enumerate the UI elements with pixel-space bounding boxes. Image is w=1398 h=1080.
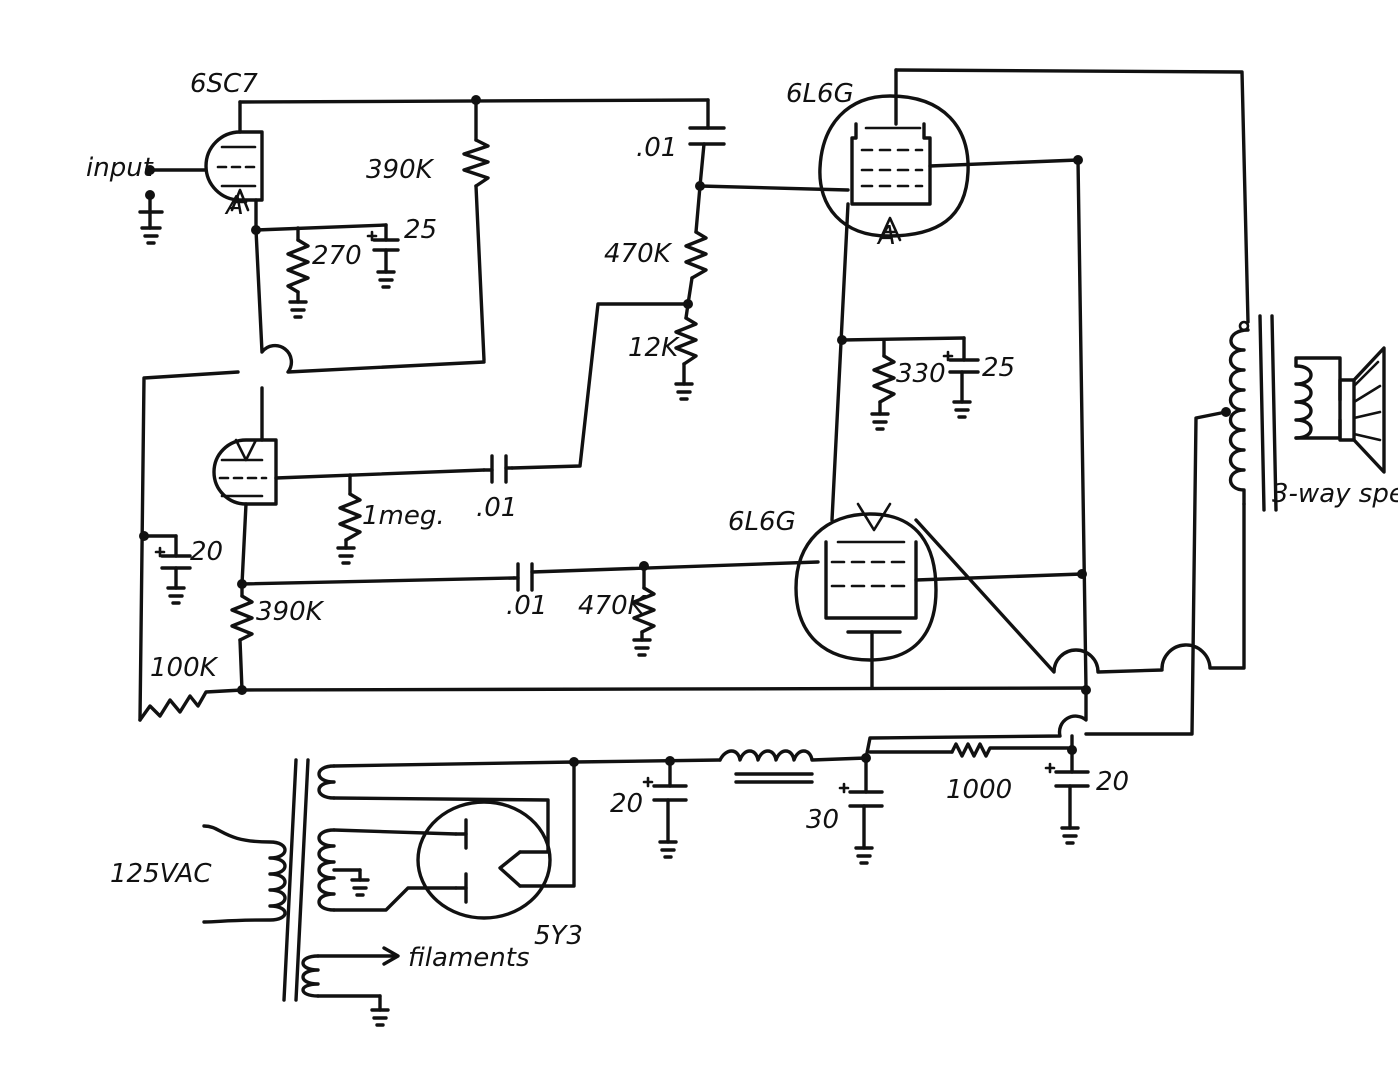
label-330: 330: [896, 359, 946, 389]
resistor-1000: [950, 742, 1070, 758]
label-25-top: 25: [404, 215, 437, 245]
wire-splitter-cathode: [240, 576, 516, 586]
label-triode-a: A: [224, 191, 244, 221]
capacitor-20-right: [1044, 734, 1090, 845]
label-5y3: 5Y3: [534, 921, 583, 951]
capacitor-01-mid: [482, 454, 514, 484]
wire-bottom-plate-to-transformer: [914, 502, 1246, 674]
label-6l6g-top: 6L6G: [786, 79, 854, 109]
power-transformer: [202, 758, 336, 1002]
ground-symbol: [140, 226, 162, 245]
capacitor-20-left: [142, 534, 192, 605]
wire-hv-rail: [572, 758, 722, 764]
label-12k: 12K: [628, 333, 680, 363]
resistor-270: [286, 226, 310, 319]
label-20-right: 20: [1096, 767, 1129, 797]
resistor-12k: [674, 302, 698, 401]
wire-6l6g-top-screen: [928, 158, 1080, 168]
speaker-icon: [1338, 346, 1386, 474]
label-input: input: [86, 153, 154, 183]
wire-grid-top-6l6g: [698, 184, 850, 192]
label-25-mid: 25: [982, 353, 1015, 383]
input-terminal: [138, 165, 208, 230]
resistor-470k-bottom: [632, 564, 656, 657]
wire-to-final-filter: [864, 688, 1088, 760]
label-470k-top: 470K: [604, 239, 673, 269]
label-1meg: 1meg.: [362, 501, 445, 531]
tube-6sc7-symbol: [204, 100, 264, 232]
capacitor-25-top: [366, 223, 400, 289]
wire-splitter-grid: [274, 468, 486, 480]
wire-hv-secondary: [332, 828, 458, 912]
resistor-100k: [138, 688, 244, 722]
label-speaker: 3-way speaker: [1272, 479, 1398, 509]
wire-left-decoupling: [138, 370, 240, 722]
capacitor-01-bottom: [512, 560, 820, 592]
label-01-mid: .01: [476, 493, 517, 523]
choke-inductor: [718, 749, 868, 784]
resistor-330: [870, 338, 896, 431]
label-tube-a: A: [876, 221, 896, 251]
label-390k-bottom: 390K: [256, 597, 325, 627]
capacitor-20-psu: [642, 759, 688, 859]
capacitor-30-psu: [838, 756, 884, 865]
ct-ground: [332, 868, 370, 897]
capacitor-01-top: [688, 98, 726, 188]
label-20-psu: 20: [610, 789, 643, 819]
wire-splitter-grid-feed: [510, 302, 690, 470]
wire-center-tap: [1084, 410, 1228, 736]
resistor-1meg: [336, 473, 362, 565]
filament-winding-output: [316, 946, 400, 1027]
label-470k-bottom: 470K: [578, 591, 647, 621]
label-390k-top: 390K: [366, 155, 435, 185]
wire-screen-bus: [1076, 158, 1088, 690]
label-6sc7: 6SC7: [190, 69, 258, 99]
tube-phase-inverter-symbol: [212, 438, 278, 586]
label-filaments: filaments: [408, 943, 530, 973]
wire-6l6g-top-cathode: [830, 202, 850, 522]
wire-bplus-bus: [240, 686, 1088, 692]
tube-6l6g-top-symbol: [818, 94, 970, 242]
label-1000: 1000: [946, 775, 1012, 805]
wire-power-cathode: [840, 336, 966, 342]
resistor-470k-top: [684, 184, 708, 306]
capacitor-25-mid: [942, 336, 980, 419]
label-6l6g-bottom: 6L6G: [728, 507, 796, 537]
label-30-psu: 30: [806, 805, 839, 835]
resistor-390k-top: [462, 98, 490, 362]
wire-5y3-heater: [332, 760, 576, 888]
wire-6l6g-bottom-screen: [914, 572, 1084, 582]
wire-top-plate-to-transformer: [894, 68, 1250, 324]
tube-6l6g-bottom-symbol: [794, 502, 938, 690]
label-01-top: .01: [636, 133, 677, 163]
label-270: 270: [312, 241, 362, 271]
label-mains: 125VAC: [110, 859, 212, 889]
label-20-left: 20: [190, 537, 223, 567]
tube-5y3-symbol: [416, 800, 552, 920]
wire-cathode: [254, 223, 388, 232]
label-01-bottom: .01: [506, 591, 547, 621]
resistor-390k-bottom: [230, 582, 254, 692]
wire-to-phase-splitter: [254, 228, 486, 374]
label-100k: 100K: [150, 653, 219, 683]
